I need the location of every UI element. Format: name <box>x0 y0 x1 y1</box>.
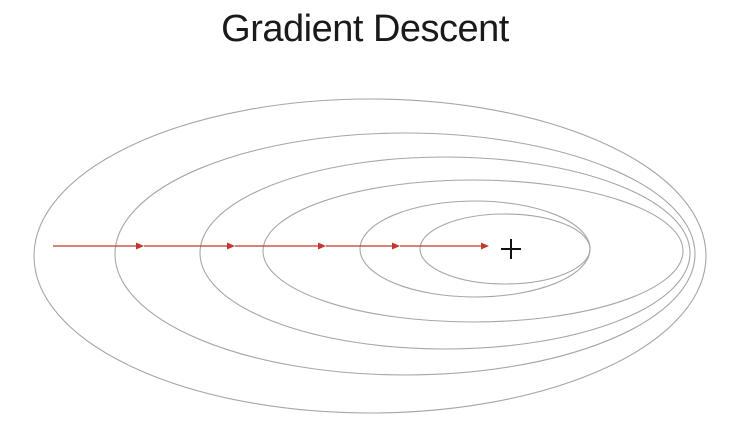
contour-ellipse-3 <box>199 156 691 350</box>
contour-ellipse-1 <box>33 98 707 414</box>
diagram-title: Gradient Descent <box>221 8 509 50</box>
plus-icon <box>501 239 521 259</box>
contour-ellipse-4 <box>262 179 684 323</box>
contour-ellipse-5 <box>359 200 591 298</box>
step-arrow-4 <box>326 242 400 250</box>
step-arrow-3 <box>235 242 326 250</box>
descent-path <box>53 242 489 250</box>
step-arrow-1 <box>53 242 144 250</box>
minimum-marker <box>501 239 521 259</box>
right-arrow-icon <box>481 242 489 250</box>
right-arrow-icon <box>227 242 235 250</box>
contour-ellipse-2 <box>114 132 696 376</box>
step-arrow-2 <box>144 242 235 250</box>
step-arrow-5 <box>400 242 489 250</box>
right-arrow-icon <box>136 242 144 250</box>
contour-ellipse-6 <box>419 213 591 285</box>
right-arrow-icon <box>318 242 326 250</box>
contour-lines <box>33 98 707 414</box>
right-arrow-icon <box>392 242 400 250</box>
